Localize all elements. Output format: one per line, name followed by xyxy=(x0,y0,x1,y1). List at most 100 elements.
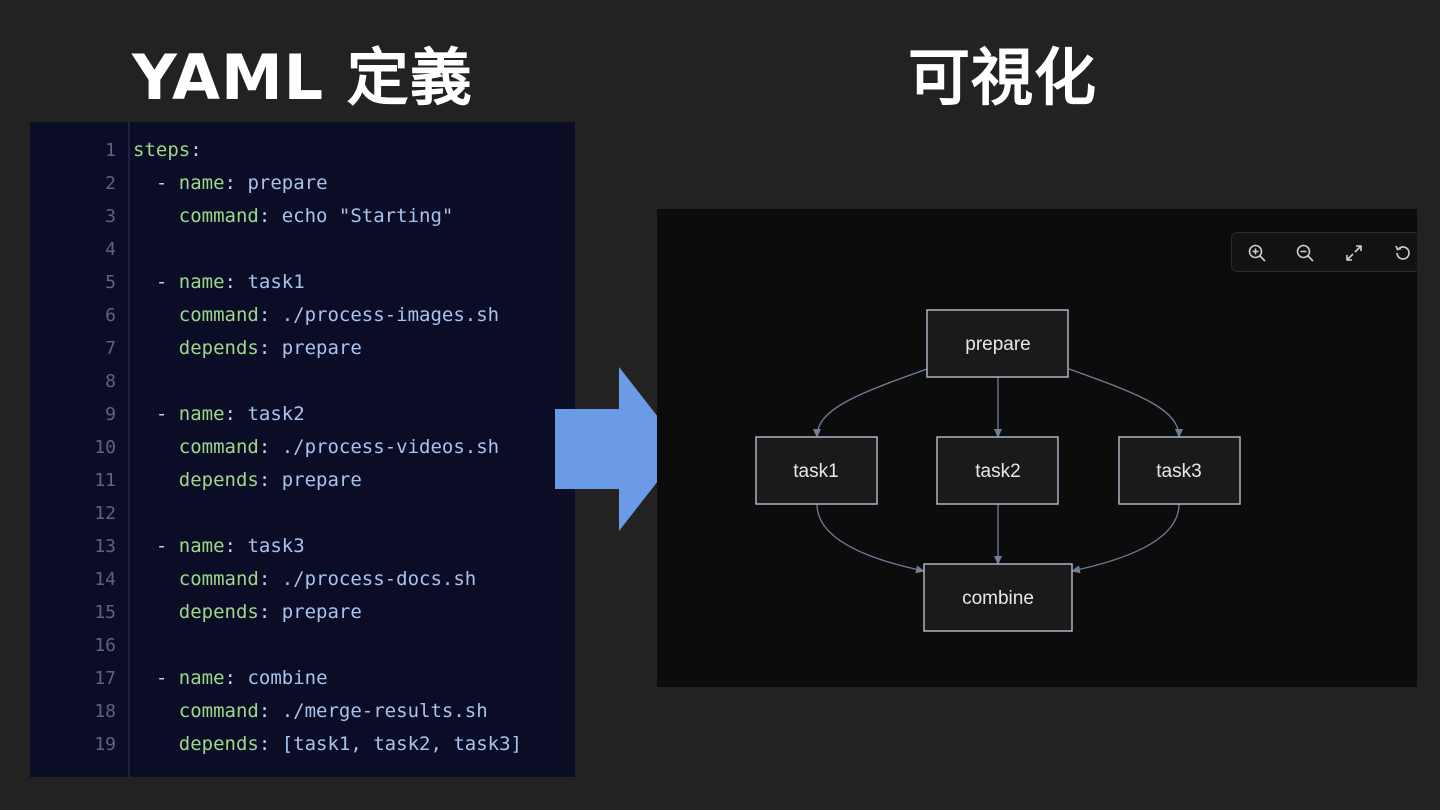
yaml-key: command xyxy=(178,205,259,227)
line-number: 18 xyxy=(94,701,116,722)
yaml-value: combine xyxy=(247,667,328,689)
code-line: 4 xyxy=(30,233,575,266)
code-line: 8 xyxy=(30,365,575,398)
yaml-key: command xyxy=(178,304,259,326)
node-task3-label: task3 xyxy=(1156,461,1201,482)
yaml-separator: : xyxy=(258,205,282,227)
code-text: command: echo "Starting" xyxy=(133,200,454,233)
visualization-heading: 可視化 xyxy=(908,41,1098,114)
indent xyxy=(133,568,179,590)
yaml-value: prepare xyxy=(281,601,362,623)
edge-task3-combine xyxy=(1071,503,1180,574)
code-text: command: ./process-videos.sh xyxy=(133,431,499,464)
indent xyxy=(133,271,156,293)
zoom-out-icon xyxy=(1296,244,1314,262)
workflow-graph: prepare task1 task2 task3 combine xyxy=(755,309,1241,632)
yaml-separator: : xyxy=(258,733,282,755)
yaml-key: command xyxy=(178,436,259,458)
code-text: command: ./process-docs.sh xyxy=(133,563,476,596)
yaml-value: task2 xyxy=(247,403,305,425)
yaml-separator: : xyxy=(258,337,282,359)
code-text: steps: xyxy=(133,134,202,167)
line-number: 1 xyxy=(105,140,116,161)
zoom-in-button[interactable] xyxy=(1243,239,1271,267)
list-dash: - xyxy=(155,271,179,293)
fullscreen-button[interactable] xyxy=(1340,239,1368,267)
node-combine-label: combine xyxy=(962,588,1034,609)
yaml-key: depends xyxy=(178,733,259,755)
list-dash: - xyxy=(155,667,179,689)
yaml-separator: : xyxy=(224,172,248,194)
line-number: 6 xyxy=(105,305,116,326)
node-task1-label: task1 xyxy=(793,461,838,482)
yaml-separator: : xyxy=(258,304,282,326)
code-line: 16 xyxy=(30,629,575,662)
yaml-value: task1 xyxy=(247,271,305,293)
code-line: 6 command: ./process-images.sh xyxy=(30,299,575,332)
zoom-out-button[interactable] xyxy=(1291,239,1319,267)
yaml-key: command xyxy=(178,700,259,722)
yaml-separator: : xyxy=(224,667,248,689)
indent xyxy=(133,436,179,458)
code-text: depends: prepare xyxy=(133,464,362,497)
code-line: 19 depends: [task1, task2, task3] xyxy=(30,728,575,761)
yaml-value: prepare xyxy=(247,172,328,194)
yaml-value: prepare xyxy=(281,337,362,359)
yaml-separator: : xyxy=(258,700,282,722)
code-line: 13 - name: task3 xyxy=(30,530,575,563)
code-line: 17 - name: combine xyxy=(30,662,575,695)
yaml-value: ./process-docs.sh xyxy=(281,568,477,590)
yaml-separator: : xyxy=(258,436,282,458)
node-combine[interactable]: combine xyxy=(923,563,1073,632)
yaml-key: name xyxy=(178,535,225,557)
line-number: 4 xyxy=(105,239,116,260)
line-number: 3 xyxy=(105,206,116,227)
yaml-separator: : xyxy=(258,601,282,623)
yaml-key: name xyxy=(178,172,225,194)
zoom-in-icon xyxy=(1248,244,1266,262)
yaml-separator: : xyxy=(258,568,282,590)
yaml-key: depends xyxy=(178,469,259,491)
line-number: 8 xyxy=(105,371,116,392)
indent xyxy=(133,469,179,491)
code-line: 15 depends: prepare xyxy=(30,596,575,629)
code-line: 12 xyxy=(30,497,575,530)
line-number: 15 xyxy=(94,602,116,623)
reset-icon xyxy=(1395,245,1410,260)
indent xyxy=(133,733,179,755)
node-task2[interactable]: task2 xyxy=(936,436,1059,505)
yaml-key: name xyxy=(178,403,225,425)
yaml-value: [task1, task2, task3] xyxy=(281,733,522,755)
line-number: 12 xyxy=(94,503,116,524)
node-task3[interactable]: task3 xyxy=(1118,436,1241,505)
reset-view-button[interactable] xyxy=(1389,239,1417,267)
code-text: depends: prepare xyxy=(133,596,362,629)
code-line: 7 depends: prepare xyxy=(30,332,575,365)
yaml-key: depends xyxy=(178,337,259,359)
code-line: 3 command: echo "Starting" xyxy=(30,200,575,233)
code-text: command: ./merge-results.sh xyxy=(133,695,488,728)
node-task1[interactable]: task1 xyxy=(755,436,878,505)
node-prepare[interactable]: prepare xyxy=(926,309,1069,378)
edge-prepare-task1 xyxy=(813,368,928,438)
line-number: 5 xyxy=(105,272,116,293)
yaml-separator: : xyxy=(190,139,202,161)
line-number: 13 xyxy=(94,536,116,557)
yaml-value: task3 xyxy=(247,535,305,557)
yaml-definition-heading: YAML 定義 xyxy=(132,41,473,114)
fullscreen-icon xyxy=(1346,245,1362,261)
code-text: command: ./process-images.sh xyxy=(133,299,499,332)
code-text: - name: combine xyxy=(133,662,328,695)
indent xyxy=(133,304,179,326)
line-number: 7 xyxy=(105,338,116,359)
code-text: - name: prepare xyxy=(133,167,328,200)
yaml-separator: : xyxy=(224,403,248,425)
line-number: 19 xyxy=(94,734,116,755)
indent xyxy=(133,535,156,557)
edge-prepare-task3 xyxy=(1068,368,1183,438)
diagram-panel[interactable]: prepare task1 task2 task3 combine xyxy=(657,209,1417,687)
diagram-toolbar xyxy=(1231,232,1417,272)
yaml-separator: : xyxy=(224,535,248,557)
node-prepare-label: prepare xyxy=(965,334,1031,355)
